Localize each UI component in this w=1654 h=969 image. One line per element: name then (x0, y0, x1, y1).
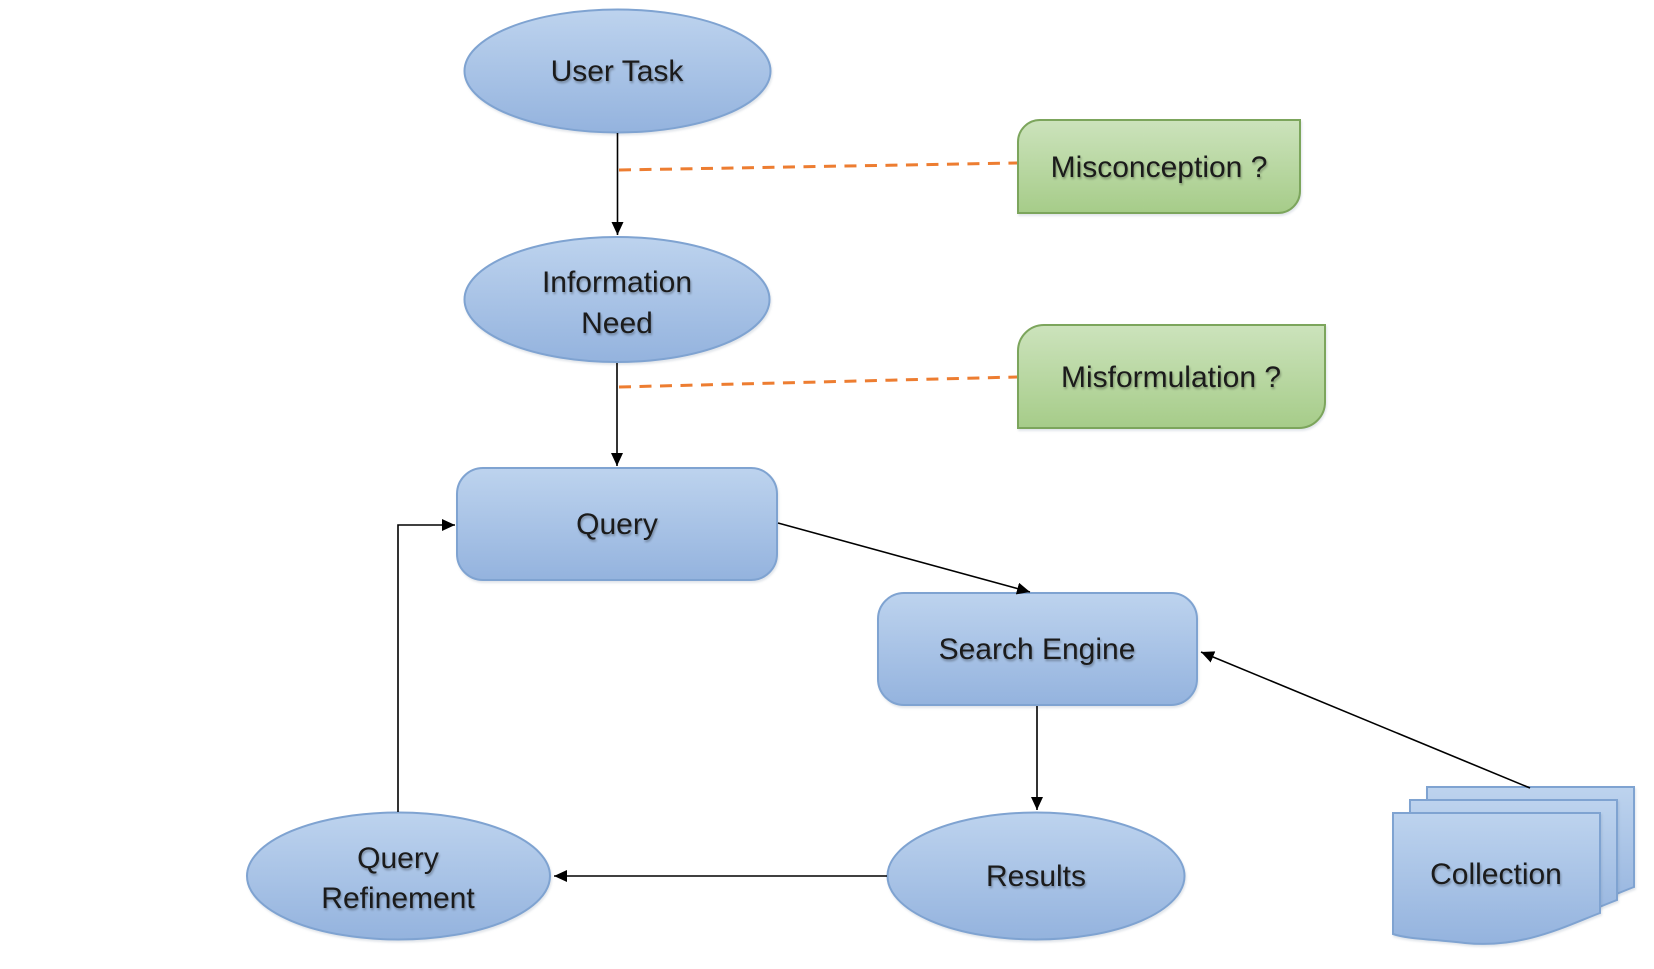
edge-collection-to-search-engine (1200, 651, 1531, 789)
query-label: Query (576, 508, 658, 541)
node-collection: Collection (1392, 786, 1635, 945)
collection-label: Collection (1430, 858, 1562, 891)
dashed-link-misconception (618, 161, 1018, 172)
search-engine-rect (877, 592, 1198, 706)
information-need-ellipse (463, 236, 771, 363)
edge-query-to-search-engine (777, 522, 1031, 595)
misconception-box (1017, 119, 1301, 214)
misconception-label: Misconception ? (1051, 151, 1268, 184)
results-label: Results (986, 860, 1086, 893)
query-refinement-label-line1: Query (357, 842, 439, 875)
node-search-engine: Search Engine (877, 592, 1198, 706)
query-rect (456, 467, 778, 581)
query-refinement-label-line2: Refinement (321, 882, 475, 915)
results-ellipse (886, 811, 1186, 941)
information-need-label-line2: Need (581, 307, 653, 340)
node-information-need: Information Need (463, 236, 771, 363)
misformulation-label: Misformulation ? (1061, 361, 1281, 394)
query-refinement-ellipse (246, 811, 551, 941)
misformulation-box (1017, 324, 1326, 429)
node-query: Query (456, 467, 778, 581)
annotation-misformulation: Misformulation ? (1017, 324, 1326, 429)
node-user-task: User Task (463, 8, 772, 134)
annotation-misconception: Misconception ? (1017, 119, 1301, 214)
node-results: Results (886, 811, 1186, 941)
collection-sheet-front (1392, 812, 1601, 945)
user-task-ellipse (463, 8, 772, 134)
search-engine-label: Search Engine (939, 633, 1136, 666)
dashed-link-misformulation (618, 375, 1018, 389)
user-task-label: User Task (551, 55, 685, 88)
information-need-label-line1: Information (542, 266, 692, 299)
node-query-refinement: Query Refinement (246, 811, 551, 941)
edge-query-refinement-to-query (397, 519, 455, 812)
